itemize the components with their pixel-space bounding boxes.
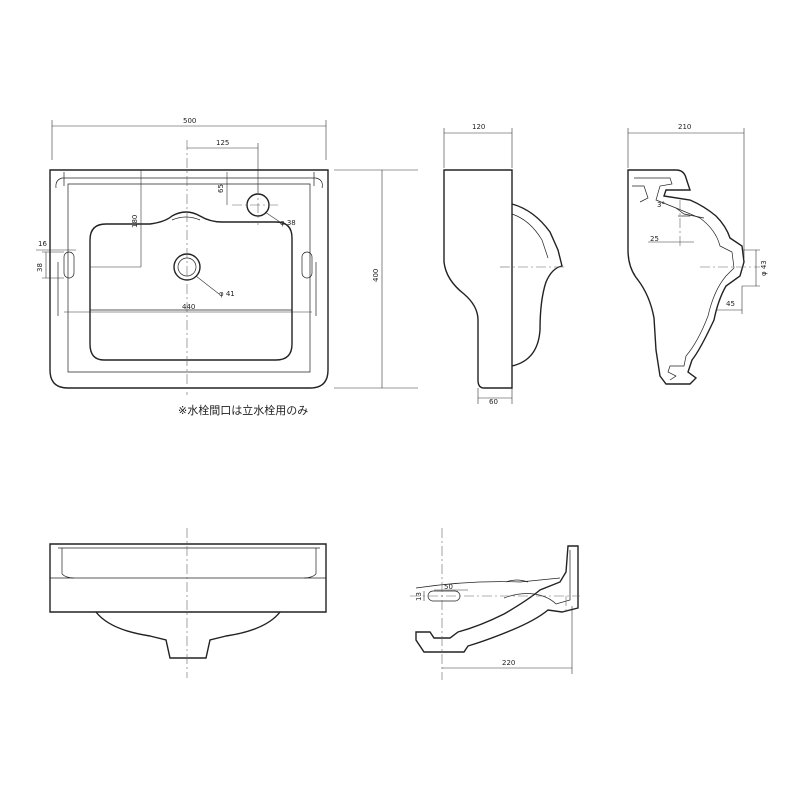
front-elevation [49,528,327,678]
dim-angle-3deg: 3° [657,201,665,209]
dim-slot-height-13: 13 [415,592,423,601]
dim-overall-220: 220 [502,659,515,667]
dim-slot-height-38: 38 [36,263,44,272]
dim-width-500: 500 [183,117,196,125]
dim-drain-depth-180: 180 [131,215,139,228]
dim-trap-height-45: 45 [726,300,735,308]
dim-drain-hole: φ 41 [219,290,235,298]
dim-faucet-hole: φ 38 [280,219,296,227]
top-view: 500 125 180 [36,117,329,395]
dim-trap-diameter: φ 43 [760,260,768,276]
dim-section-depth-210: 210 [678,123,691,131]
faucet-note: ※水栓間口は立水栓用のみ [178,404,309,417]
dim-wall-offset-25: 25 [650,235,659,243]
dim-faucet-setback-65: 65 [217,184,225,193]
dim-slot-width-16: 16 [38,240,47,248]
dim-inner-width-440: 440 [182,303,195,311]
dim-faucet-offset-125: 125 [216,139,229,147]
dim-bottom-depth-60: 60 [489,398,498,406]
dim-top-depth-120: 120 [472,123,485,131]
dim-height-400: 400 [372,269,380,282]
side-view: 400 120 60 [334,123,566,406]
side-section: 220 50 13 [410,528,580,680]
dim-slot-width-50: 50 [444,583,453,591]
section-view: 210 3° 25 φ 43 45 [627,123,768,385]
